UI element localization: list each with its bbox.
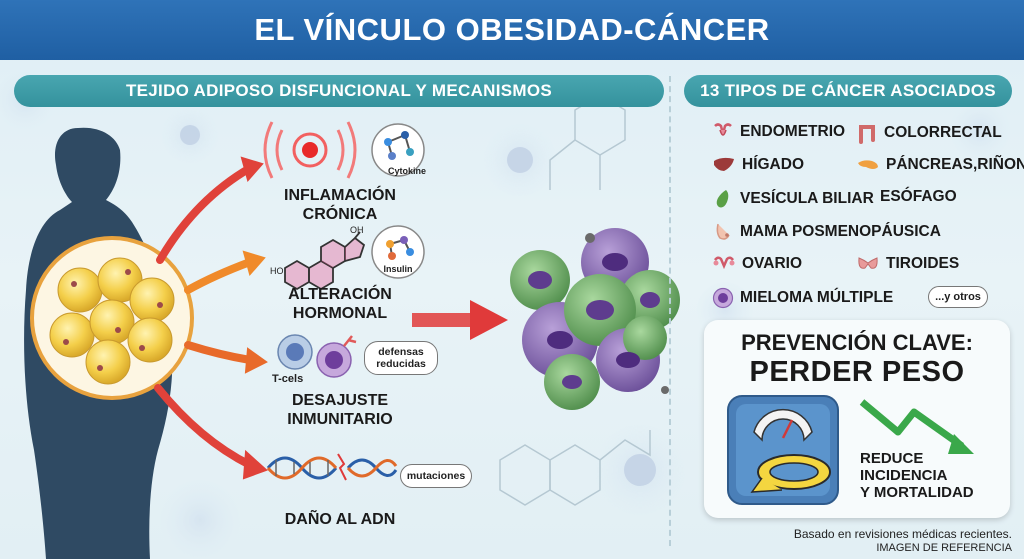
mechanism-inflammation-label: INFLAMACIÓN CRÓNICA bbox=[262, 186, 418, 224]
cytokine-molecule-icon bbox=[371, 123, 425, 177]
weight-loss-illustration bbox=[727, 395, 839, 505]
breast-icon bbox=[716, 223, 730, 240]
mechanism-inflammation-line1: INFLAMACIÓN bbox=[284, 187, 396, 204]
prevention-headline: PERDER PESO bbox=[749, 356, 965, 388]
title-bar: EL VÍNCULO OBESIDAD-CÁNCER bbox=[0, 0, 1024, 60]
mechanism-immune-label: DESAJUSTE INMUNITARIO bbox=[262, 391, 418, 429]
background-molecules bbox=[499, 94, 651, 506]
insulin-bubble-label: Insulin bbox=[383, 264, 413, 274]
colon-icon bbox=[859, 125, 875, 144]
cancer-item-mama: MAMA POSMENOPÁUSICA bbox=[712, 221, 941, 243]
page-title: EL VÍNCULO OBESIDAD-CÁNCER bbox=[254, 12, 770, 47]
cancer-item-higado: HÍGADO bbox=[712, 155, 804, 175]
prevention-result: REDUCE INCIDENCIA Y MORTALIDAD bbox=[860, 450, 1010, 501]
mechanism-dna-label: DAÑO AL ADN bbox=[284, 511, 396, 528]
mechanism-immune-line2: INMUNITARIO bbox=[287, 411, 393, 428]
cancer-item-mieloma: MIELOMA MÚLTIPLE bbox=[712, 287, 893, 309]
uterus-icon bbox=[714, 123, 732, 136]
immune-cells-icon bbox=[277, 334, 357, 378]
dna-damage-icon bbox=[266, 453, 398, 481]
mechanism-arrows bbox=[154, 156, 268, 480]
mechanism-hormonal-line1: ALTERACIÓN bbox=[288, 286, 392, 303]
ovary-icon bbox=[713, 256, 735, 270]
arrow-to-tumor bbox=[412, 300, 508, 340]
reduced-defenses-line1: defensas bbox=[378, 346, 424, 358]
cancer-label-higado: HÍGADO bbox=[742, 156, 804, 173]
molecule-oh-label: OH bbox=[350, 225, 364, 235]
prevention-result-line1: REDUCE bbox=[860, 450, 924, 467]
cancer-label-tiroides: TIROIDES bbox=[886, 255, 960, 272]
cancer-item-endometrio: ENDOMETRIO bbox=[712, 122, 845, 142]
mechanism-hormonal-line2: HORMONAL bbox=[292, 305, 388, 322]
tumor-cluster bbox=[510, 228, 680, 410]
cancer-label-colorrectal: COLORRECTAL bbox=[884, 124, 1002, 141]
adipose-tissue bbox=[30, 236, 194, 400]
cancer-item-ovario: OVARIO bbox=[712, 254, 802, 274]
cancer-label-endometrio: ENDOMETRIO bbox=[740, 123, 846, 140]
arrow-to-inflammation bbox=[156, 164, 254, 264]
cancer-item-pancreas-rinon: PÁNCREAS,RIÑON bbox=[856, 155, 1024, 175]
prevention-result-line3: Y MORTALIDAD bbox=[860, 484, 974, 501]
reduced-defenses-bubble: defensas reducidas bbox=[364, 341, 438, 375]
mechanism-inflammation-line2: CRÓNICA bbox=[302, 206, 378, 223]
gallbladder-icon bbox=[716, 190, 729, 208]
liver-icon bbox=[714, 157, 734, 171]
cancer-types-section-header: 13 TIPOS DE CÁNCER ASOCIADOS bbox=[684, 75, 1012, 107]
cancer-item-colorrectal: COLORRECTAL bbox=[856, 122, 1002, 144]
arrow-to-immune bbox=[184, 341, 254, 364]
inflammation-signal-icon bbox=[263, 121, 357, 179]
cancer-label-vesicula: VESÍCULA BILIAR bbox=[740, 190, 874, 207]
cancer-item-tiroides: TIROIDES bbox=[856, 254, 959, 274]
reduced-defenses-line2: reducidas bbox=[376, 358, 426, 370]
measuring-tape-icon bbox=[750, 454, 831, 493]
prevention-title: PREVENCIÓN CLAVE: bbox=[741, 330, 973, 355]
cancer-label-esofago: ESÓFAGO bbox=[880, 188, 957, 205]
others-badge: ...y otros bbox=[928, 286, 988, 308]
steroid-hormone-icon bbox=[284, 231, 366, 291]
t-cells-label: T-cels bbox=[272, 373, 304, 385]
illustration-canvas bbox=[0, 70, 1010, 559]
section-divider bbox=[669, 76, 671, 546]
prevention-result-line2: INCIDENCIA bbox=[860, 467, 948, 484]
myeloma-cell-icon bbox=[712, 287, 734, 309]
molecule-ho-label: HO bbox=[270, 266, 284, 276]
insulin-molecule-icon bbox=[371, 225, 425, 279]
cancer-label-ovario: OVARIO bbox=[742, 255, 802, 272]
cytokine-bubble-label: Cytokine bbox=[388, 166, 427, 176]
cancer-item-vesicula: VESÍCULA BILIAR bbox=[712, 188, 874, 210]
mechanism-hormonal-label: ALTERACIÓN HORMONAL bbox=[262, 285, 418, 323]
thyroid-icon bbox=[858, 257, 878, 269]
cancer-label-pancreas-rinon: PÁNCREAS,RIÑON bbox=[886, 156, 1024, 173]
footer-reference-note: IMAGEN DE REFERENCIA bbox=[876, 542, 1012, 554]
down-trend-arrow-icon bbox=[859, 399, 974, 454]
mechanism-immune-line1: DESAJUSTE bbox=[291, 392, 389, 409]
background-cells bbox=[0, 70, 1010, 559]
footer-source-note: Basado en revisiones médicas recientes. bbox=[793, 527, 1012, 541]
mechanisms-section-header: TEJIDO ADIPOSO DISFUNCIONAL Y MECANISMOS bbox=[14, 75, 664, 107]
cancer-item-esofago: ESÓFAGO bbox=[880, 188, 957, 206]
mutations-bubble: mutaciones bbox=[400, 464, 472, 488]
arrow-to-dna bbox=[154, 384, 254, 469]
cancer-label-mama: MAMA POSMENOPÁUSICA bbox=[740, 223, 941, 240]
pancreas-icon bbox=[858, 160, 878, 169]
arrow-to-hormonal bbox=[184, 258, 254, 294]
cancer-label-mieloma: MIELOMA MÚLTIPLE bbox=[740, 289, 894, 306]
